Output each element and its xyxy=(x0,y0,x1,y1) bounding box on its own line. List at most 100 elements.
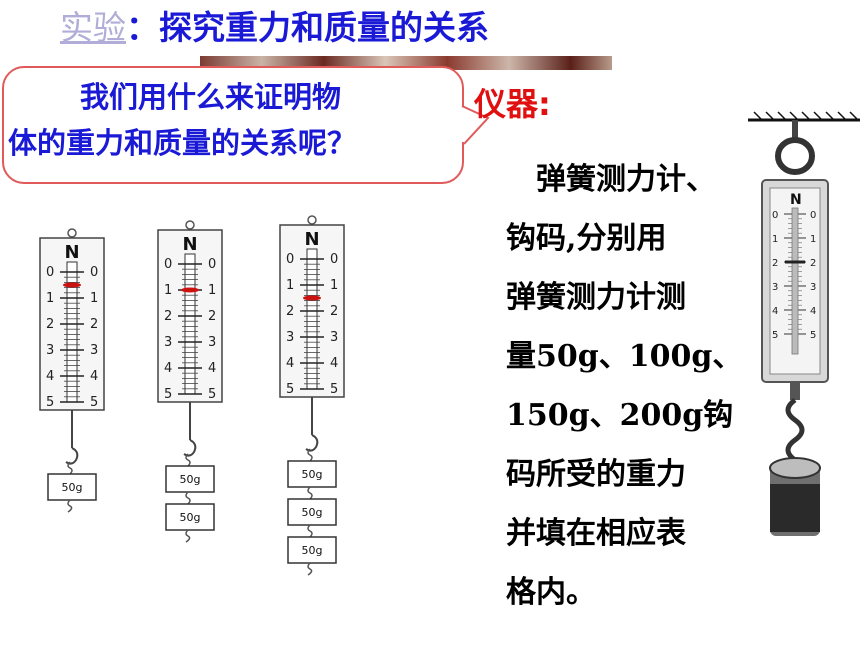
description-line: 弹簧测力计测 xyxy=(506,280,686,315)
question-line-2: 体的重力和质量的关系呢？ xyxy=(8,126,357,160)
page-title: 实验：探究重力和质量的关系 xyxy=(60,6,489,50)
scale-mark-left: 3 xyxy=(46,343,54,358)
weight-50g xyxy=(287,460,337,488)
weight-label: 50g xyxy=(302,506,323,519)
description-line: 弹簧测力计、 xyxy=(536,162,716,197)
big-mark-right: 1 xyxy=(810,234,816,245)
scale-mark-right: 0 xyxy=(330,252,338,267)
scale-mark-right: 3 xyxy=(330,330,338,345)
weight-label: 50g xyxy=(62,481,83,494)
scale-mark-left: 4 xyxy=(164,361,172,376)
description-line: 钩码,分别用 xyxy=(506,221,667,256)
scale-mark-right: 4 xyxy=(208,361,216,376)
title-text: ：探究重力和质量的关系 xyxy=(126,8,489,47)
scale-mark-right: 5 xyxy=(208,387,216,402)
reading-marker xyxy=(181,287,199,293)
weight-50g xyxy=(287,536,337,564)
hanger-ring xyxy=(307,215,317,225)
scale-mark-left: 1 xyxy=(164,283,172,298)
scale-mark-left: 0 xyxy=(286,252,294,267)
scale-mark-right: 3 xyxy=(90,343,98,358)
weight-50g xyxy=(47,473,97,501)
weight-50g xyxy=(287,498,337,526)
hook xyxy=(65,447,79,465)
scale-mark-left: 0 xyxy=(164,257,172,272)
reading-marker xyxy=(303,295,321,301)
weight-label: 50g xyxy=(180,511,201,524)
weight-label: 50g xyxy=(302,468,323,481)
spring-scale-setup-2: N0 0 1 1 2 2 3 3 4 4 5 5 50g 50g xyxy=(157,220,223,543)
scale-mark-left: 3 xyxy=(164,335,172,350)
big-mark-right: 5 xyxy=(810,330,816,341)
big-mark-left: 5 xyxy=(772,330,778,341)
description-line: 并填在相应表 xyxy=(506,516,686,551)
scale-mark-right: 5 xyxy=(330,382,338,397)
scale-unit-label: N xyxy=(182,234,197,255)
question-line-1: 我们用什么来证明物 xyxy=(80,80,342,114)
big-mark-right: 0 xyxy=(810,210,816,221)
spring-scale-setup-1: N0 0 1 1 2 2 3 3 4 4 5 5 50g xyxy=(39,228,105,513)
weight-hook xyxy=(307,486,313,500)
bottom-hook xyxy=(185,529,191,543)
big-scale-unit: N xyxy=(790,192,802,208)
weight-hook xyxy=(307,448,313,462)
description-line: 量50g、100g、 xyxy=(506,339,743,374)
scale-mark-right: 0 xyxy=(90,265,98,280)
description-line: 格内。 xyxy=(506,575,596,610)
hanger-ring xyxy=(67,228,77,238)
hanger-ring xyxy=(185,220,195,230)
scale-mark-left: 2 xyxy=(46,317,54,332)
scale-unit-label: N xyxy=(304,229,319,250)
weight-50g xyxy=(165,503,215,531)
weight-hook xyxy=(185,453,191,467)
scale-mark-left: 4 xyxy=(46,369,54,384)
big-mark-left: 0 xyxy=(772,210,778,221)
scale-mark-right: 4 xyxy=(90,369,98,384)
bottom-hook xyxy=(307,562,313,576)
description-line: 150g、200g钩 xyxy=(506,398,734,433)
bottom-hook xyxy=(67,499,73,513)
experiment-link[interactable]: 实验 xyxy=(60,8,126,47)
question-text: 我们用什么来证明物 体的重力和质量的关系呢？ xyxy=(8,74,460,166)
scale-mark-left: 0 xyxy=(46,265,54,280)
hook xyxy=(183,439,197,457)
scale-mark-left: 5 xyxy=(164,387,172,402)
big-mark-left: 2 xyxy=(772,258,778,269)
scale-mark-right: 2 xyxy=(90,317,98,332)
big-mark-right: 4 xyxy=(810,306,816,317)
weight-50g xyxy=(165,465,215,493)
scale-mark-right: 4 xyxy=(330,356,338,371)
big-mark-left: 1 xyxy=(772,234,778,245)
instrument-label: 仪器: xyxy=(474,85,551,123)
big-mark-left: 3 xyxy=(772,282,778,293)
description-line: 码所受的重力 xyxy=(506,457,686,492)
scale-unit-label: N xyxy=(64,242,79,263)
hook xyxy=(305,434,319,452)
procedure-description: 弹簧测力计、 钩码,分别用 弹簧测力计测 量50g、100g、 150g、200… xyxy=(506,150,750,622)
scale-mark-left: 1 xyxy=(46,291,54,306)
scale-mark-left: 2 xyxy=(286,304,294,319)
scale-mark-right: 2 xyxy=(208,309,216,324)
big-mark-right: 2 xyxy=(810,258,816,269)
scale-mark-left: 3 xyxy=(286,330,294,345)
scale-mark-right: 0 xyxy=(208,257,216,272)
weight-hook xyxy=(67,461,73,475)
scale-mark-left: 1 xyxy=(286,278,294,293)
weight-label: 50g xyxy=(302,544,323,557)
weight-label: 50g xyxy=(180,473,201,486)
scale-mark-left: 5 xyxy=(46,395,54,410)
weight-hook xyxy=(185,491,191,505)
scale-mark-right: 1 xyxy=(330,278,338,293)
scale-mark-left: 2 xyxy=(164,309,172,324)
scale-mark-right: 5 xyxy=(90,395,98,410)
scale-mark-right: 1 xyxy=(90,291,98,306)
scale-mark-left: 4 xyxy=(286,356,294,371)
scale-mark-right: 3 xyxy=(208,335,216,350)
big-mark-left: 4 xyxy=(772,306,778,317)
reading-marker xyxy=(63,282,81,288)
scale-mark-right: 1 xyxy=(208,283,216,298)
scale-mark-left: 5 xyxy=(286,382,294,397)
weight-hook xyxy=(307,524,313,538)
